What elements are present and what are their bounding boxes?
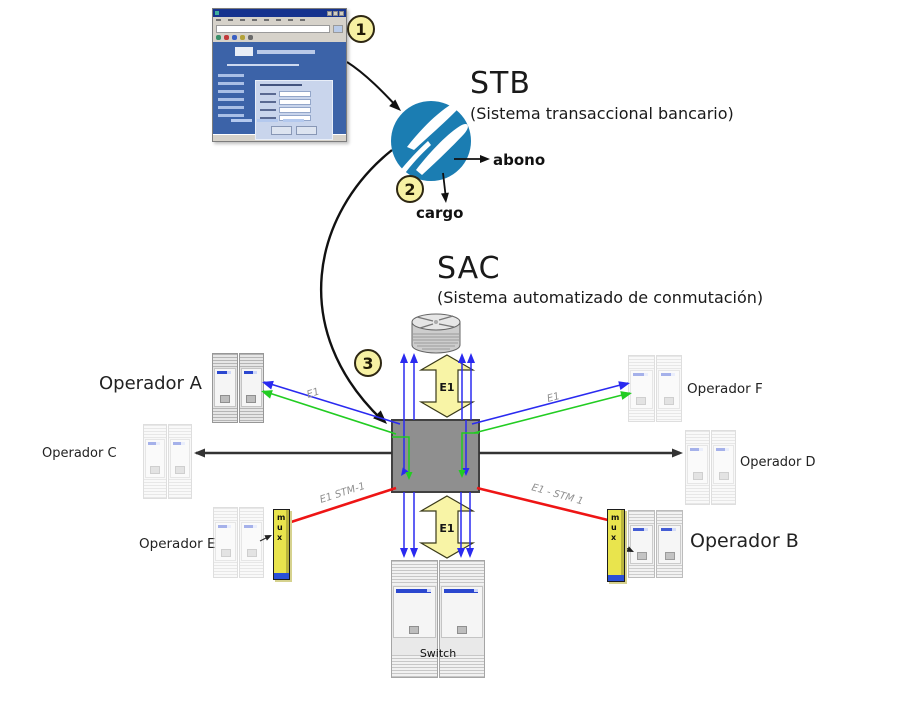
stb-logo: [391, 101, 471, 181]
bank-page-content: [213, 42, 346, 140]
operador-e-label: Operador E: [139, 536, 216, 552]
maximize-icon: [333, 10, 338, 16]
cargo-arrow: [440, 172, 449, 203]
mux-connectors: [259, 535, 634, 552]
go-icon: [333, 25, 343, 33]
rack-operador-d: [685, 430, 736, 505]
operador-c-label: Operador C: [42, 446, 117, 461]
e1-trunk-top-label: E1: [439, 381, 454, 394]
sac-subtitle: (Sistema automatizado de conmutación): [437, 288, 764, 307]
switch-label: Switch: [419, 647, 457, 660]
mux-left-label: mux: [277, 513, 286, 542]
browser-window-buttons: [327, 10, 344, 16]
browser-to-stb-arrow: [346, 61, 401, 111]
link-operador-a: E1: [261, 380, 401, 435]
toolbar-icon: [216, 35, 221, 40]
page-heading-placeholder: [227, 64, 299, 66]
browser-address-bar: [213, 24, 346, 33]
e1-trunk-bottom-label: E1: [439, 522, 454, 535]
cargo-label: cargo: [416, 204, 464, 222]
link-operador-f: E1: [471, 381, 632, 434]
browser-app-icon: [215, 11, 219, 15]
browser-menu-bar: [213, 17, 346, 24]
trunk-lines-bottom: [400, 492, 474, 558]
rack-operador-a: [212, 353, 264, 423]
rack-operador-f: [628, 355, 682, 422]
mux-left: mux: [273, 509, 290, 580]
step-badge-3: 3: [354, 349, 382, 377]
e1-trunk-bottom-arrow: E1: [418, 495, 476, 559]
browser-toolbar: [213, 33, 346, 42]
browser-title-bar: [213, 9, 346, 17]
minimize-icon: [327, 10, 332, 16]
transfer-form-panel: [255, 80, 333, 140]
sac-matrix-box: [391, 419, 480, 493]
stb-subtitle: (Sistema transaccional bancario): [470, 104, 734, 123]
step-badge-1: 1: [347, 15, 375, 43]
stb-title: STB: [470, 66, 531, 101]
abono-label: abono: [493, 151, 546, 169]
rack-operador-c: [143, 424, 192, 499]
operador-b-label: Operador B: [690, 530, 799, 552]
toolbar-icon: [248, 35, 253, 40]
toolbar-icon: [224, 35, 229, 40]
link-a-label: E1: [306, 386, 321, 400]
mux-led-strip: [274, 573, 289, 579]
operador-d-label: Operador D: [740, 455, 816, 470]
link-operador-e-stm: E1 STM-1: [287, 481, 397, 525]
bank-footer-links: [231, 119, 304, 122]
step-badge-2: 2: [396, 175, 424, 203]
form-buttons: [271, 126, 317, 135]
e1-trunk-top-arrow: E1: [418, 354, 476, 418]
rack-operador-b: [628, 510, 683, 578]
link-operador-b-stm: E1 - STM 1: [476, 482, 613, 523]
bank-nav-links: [218, 74, 244, 117]
bank-logo: [235, 47, 315, 56]
mux-led-strip: [608, 575, 624, 581]
mux-right-label: mux: [611, 513, 620, 542]
abono-arrow: [454, 155, 490, 163]
operador-f-label: Operador F: [687, 381, 763, 397]
bank-browser-window: [212, 8, 347, 142]
toolbar-icon: [240, 35, 245, 40]
cabinet: [238, 353, 264, 423]
close-icon: [339, 10, 344, 16]
sac-cylinder-icon: [411, 313, 461, 354]
sac-title: SAC: [437, 251, 501, 286]
matrix-internal-paths: [392, 420, 479, 480]
trunk-lines-top: [400, 353, 475, 420]
link-operador-c-d: [194, 448, 683, 458]
cabinet: [212, 353, 238, 423]
operador-a-label: Operador A: [99, 373, 202, 394]
stb-to-sac-arrow: [320, 149, 393, 424]
link-e-label: E1 STM-1: [319, 481, 367, 506]
rack-switch: [391, 560, 485, 678]
mux-right: mux: [607, 509, 625, 582]
link-f-label: E1: [546, 391, 561, 405]
toolbar-icon: [232, 35, 237, 40]
rack-operador-e: [213, 507, 264, 578]
